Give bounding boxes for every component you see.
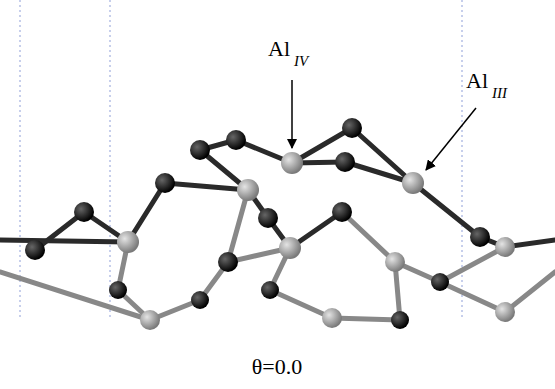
- highlighted-al-atoms: [281, 152, 424, 194]
- o-atom: [431, 273, 449, 291]
- bond: [440, 282, 505, 312]
- bond: [342, 212, 395, 262]
- cell-boundary: [110, 0, 111, 320]
- o-atom: [342, 118, 362, 138]
- al-atom: [117, 231, 139, 253]
- al-atom: [322, 308, 342, 328]
- o-atom: [25, 240, 45, 260]
- pointer-arrow: [426, 108, 476, 170]
- al-atom: [281, 152, 303, 174]
- cell-boundary: [20, 0, 21, 320]
- bond: [228, 190, 248, 262]
- bond: [0, 240, 128, 242]
- o-atom: [391, 311, 409, 329]
- o-atom: [155, 173, 175, 193]
- o-atom: [226, 130, 246, 150]
- o-atom: [191, 291, 209, 309]
- o-atom: [190, 140, 210, 160]
- oxygen-atoms: [25, 118, 490, 329]
- o-atom: [332, 202, 352, 222]
- aluminium-atoms: [117, 179, 515, 330]
- al-atom: [495, 302, 515, 322]
- al-atom: [402, 172, 424, 194]
- bonds: [0, 128, 555, 320]
- atom-label: Al: [268, 38, 290, 60]
- o-atom: [109, 281, 127, 299]
- bond: [440, 247, 505, 282]
- coordination-subscript: III: [492, 86, 507, 101]
- bond: [0, 272, 150, 320]
- bond: [270, 290, 332, 318]
- pointer-arrow: [291, 80, 293, 148]
- o-atom: [335, 152, 355, 172]
- o-atom: [258, 208, 278, 228]
- coverage-caption: θ=0.0: [252, 356, 302, 378]
- bond: [413, 183, 480, 237]
- cell-boundaries: [20, 0, 462, 320]
- al-atom: [237, 179, 259, 201]
- o-atom: [74, 202, 94, 222]
- al-atom: [140, 310, 160, 330]
- coordination-subscript: IV: [294, 54, 308, 69]
- pointer-arrows: [292, 80, 476, 170]
- bond: [165, 183, 248, 190]
- atom-label: Al: [466, 70, 488, 92]
- o-atom: [261, 281, 279, 299]
- al-atom: [279, 237, 301, 259]
- bond: [332, 318, 400, 320]
- o-atom: [218, 252, 238, 272]
- o-atom: [470, 227, 490, 247]
- al-atom: [385, 252, 405, 272]
- al-atom: [495, 237, 515, 257]
